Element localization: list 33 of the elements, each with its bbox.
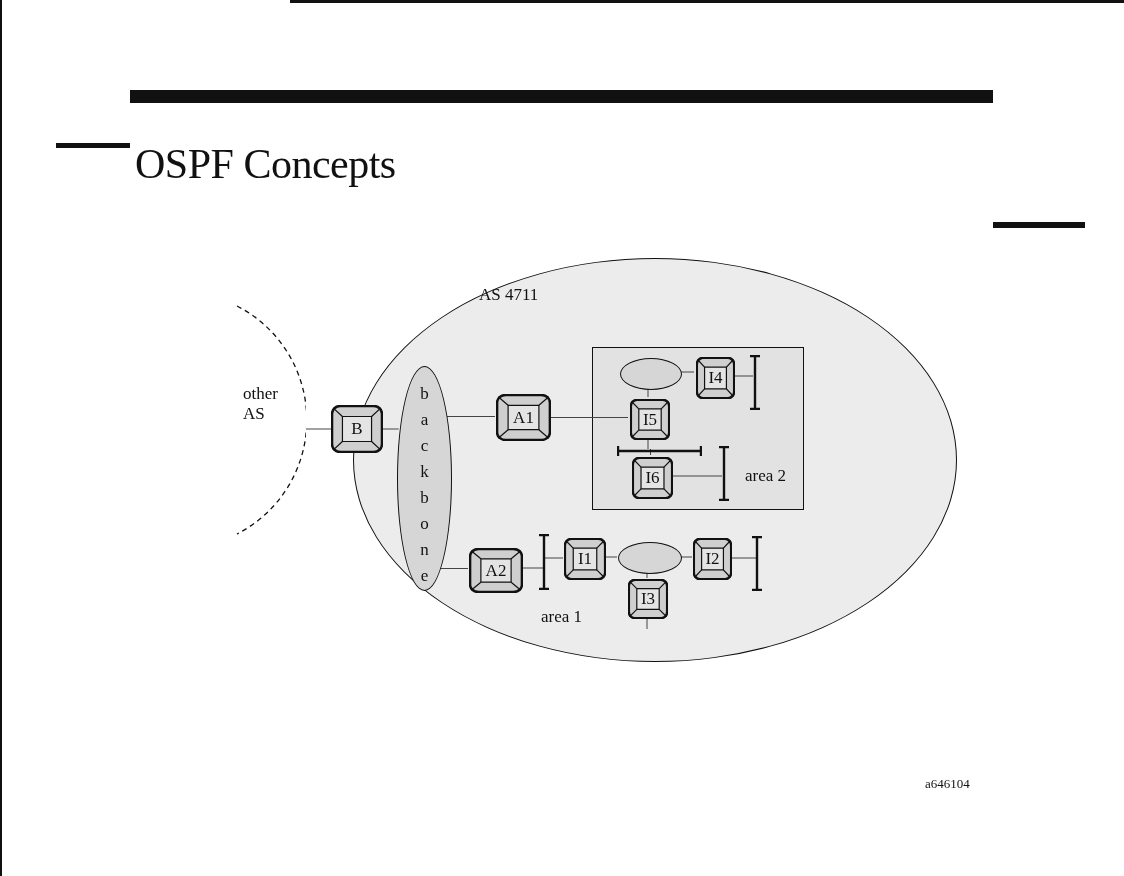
link-line bbox=[542, 557, 564, 559]
backbone-ellipse: backbone bbox=[397, 366, 452, 591]
page-title: OSPF Concepts bbox=[135, 140, 396, 188]
network-bus bbox=[718, 446, 730, 501]
link-line bbox=[680, 556, 693, 558]
router-box: I3 bbox=[628, 579, 668, 619]
network-bus bbox=[617, 445, 702, 457]
network-bus bbox=[751, 536, 763, 591]
link-line bbox=[549, 417, 629, 418]
router-box: I5 bbox=[630, 399, 670, 440]
link-line bbox=[646, 572, 648, 579]
link-line bbox=[305, 428, 332, 430]
router-box: I2 bbox=[693, 538, 732, 580]
region-label: AS 4711 bbox=[479, 285, 539, 305]
link-line bbox=[650, 448, 651, 456]
router-box: I1 bbox=[564, 538, 606, 580]
region-label: area 2 bbox=[745, 466, 787, 486]
link-line bbox=[439, 568, 469, 569]
router-box: I4 bbox=[696, 357, 735, 399]
router-box: A1 bbox=[496, 394, 551, 441]
dashed-region: other AS bbox=[200, 300, 306, 540]
router-box: B bbox=[331, 405, 383, 453]
link-line bbox=[446, 416, 496, 417]
area-label: area 1 bbox=[541, 607, 583, 627]
area-box bbox=[592, 347, 804, 510]
network-ellipse bbox=[618, 542, 682, 574]
network-bus bbox=[749, 355, 761, 410]
network-ellipse bbox=[620, 358, 682, 390]
figure-code: a646104 bbox=[925, 776, 970, 792]
router-box: A2 bbox=[469, 548, 523, 593]
network-bus bbox=[538, 534, 550, 590]
router-box: I6 bbox=[632, 457, 673, 499]
link-line bbox=[521, 567, 544, 569]
